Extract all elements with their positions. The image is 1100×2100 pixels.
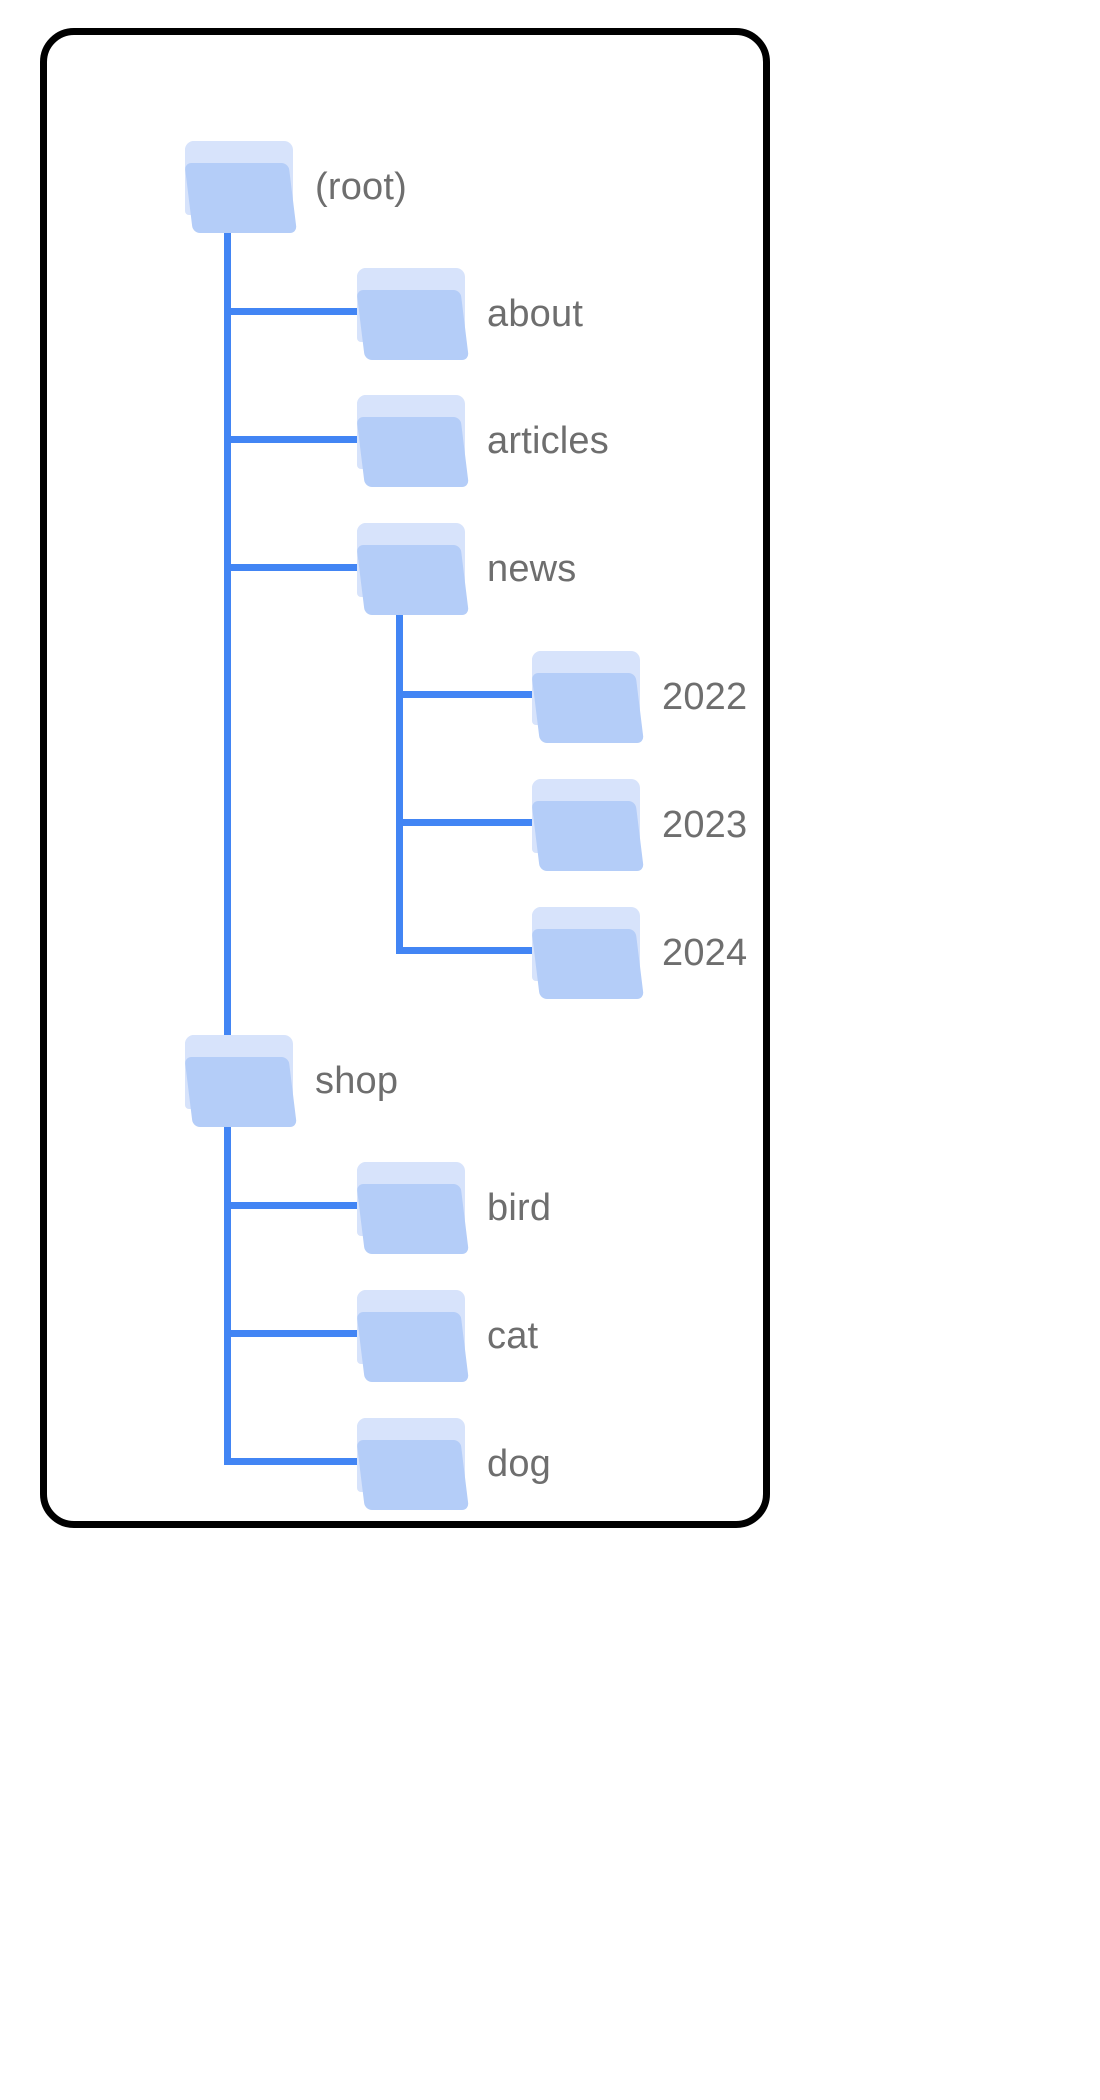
tree-node-label: (root) bbox=[315, 166, 407, 208]
tree-trunk-line bbox=[396, 595, 403, 947]
folder-front-shape bbox=[356, 290, 469, 360]
folder-icon[interactable] bbox=[356, 1162, 473, 1254]
folder-icon[interactable] bbox=[531, 651, 648, 743]
tree-node-label: 2022 bbox=[662, 676, 748, 718]
tree-connector-line bbox=[224, 308, 364, 315]
folder-front-shape bbox=[531, 801, 644, 871]
tree-node-label: news bbox=[487, 548, 577, 590]
tree-node-label: cat bbox=[487, 1315, 539, 1357]
tree-connector-line bbox=[224, 1458, 364, 1465]
tree-node-2023[interactable]: 2023 bbox=[531, 779, 748, 871]
folder-icon[interactable] bbox=[356, 523, 473, 615]
tree-connector-line bbox=[224, 1330, 364, 1337]
tree-node-2022[interactable]: 2022 bbox=[531, 651, 748, 743]
folder-front-shape bbox=[184, 1057, 297, 1127]
folder-front-shape bbox=[356, 545, 469, 615]
tree-node-label: articles bbox=[487, 420, 609, 462]
folder-icon[interactable] bbox=[531, 907, 648, 999]
tree-connector-line bbox=[224, 436, 364, 443]
folder-icon[interactable] bbox=[356, 395, 473, 487]
folder-front-shape bbox=[531, 929, 644, 999]
tree-node-label: 2023 bbox=[662, 804, 748, 846]
folder-icon[interactable] bbox=[184, 1035, 301, 1127]
tree-connector-line bbox=[224, 564, 364, 571]
tree-node-label: shop bbox=[315, 1060, 399, 1102]
folder-icon[interactable] bbox=[356, 268, 473, 360]
folder-icon[interactable] bbox=[356, 1418, 473, 1510]
tree-node-articles[interactable]: articles bbox=[356, 395, 609, 487]
tree-node-news[interactable]: news bbox=[356, 523, 577, 615]
folder-front-shape bbox=[531, 673, 644, 743]
tree-node-about[interactable]: about bbox=[356, 268, 584, 360]
folder-icon[interactable] bbox=[531, 779, 648, 871]
tree-node-shop[interactable]: shop bbox=[184, 1035, 399, 1127]
folder-icon[interactable] bbox=[184, 141, 301, 233]
tree-node-label: bird bbox=[487, 1187, 552, 1229]
tree-trunk-line bbox=[224, 213, 231, 1453]
folder-front-shape bbox=[184, 163, 297, 233]
folder-front-shape bbox=[356, 1184, 469, 1254]
tree-node-label: dog bbox=[487, 1443, 552, 1485]
tree-connector-line bbox=[224, 1202, 364, 1209]
tree-node-root[interactable]: (root) bbox=[184, 141, 407, 233]
tree-node-2024[interactable]: 2024 bbox=[531, 907, 748, 999]
tree-node-dog[interactable]: dog bbox=[356, 1418, 552, 1510]
tree-node-label: 2024 bbox=[662, 932, 748, 974]
tree-connector-line bbox=[396, 947, 536, 954]
tree-connector-line bbox=[396, 819, 536, 826]
tree-trunk-line bbox=[224, 1107, 231, 1459]
diagram-card: (root) about articles news 2022 2023 2024 shop b… bbox=[40, 28, 770, 1528]
tree-node-label: about bbox=[487, 293, 584, 335]
folder-tree: (root) about articles news 2022 2023 2024 shop b… bbox=[47, 35, 763, 1521]
tree-node-bird[interactable]: bird bbox=[356, 1162, 552, 1254]
tree-connector-line bbox=[396, 691, 536, 698]
folder-front-shape bbox=[356, 1440, 469, 1510]
folder-front-shape bbox=[356, 417, 469, 487]
folder-icon[interactable] bbox=[356, 1290, 473, 1382]
folder-front-shape bbox=[356, 1312, 469, 1382]
tree-node-cat[interactable]: cat bbox=[356, 1290, 539, 1382]
